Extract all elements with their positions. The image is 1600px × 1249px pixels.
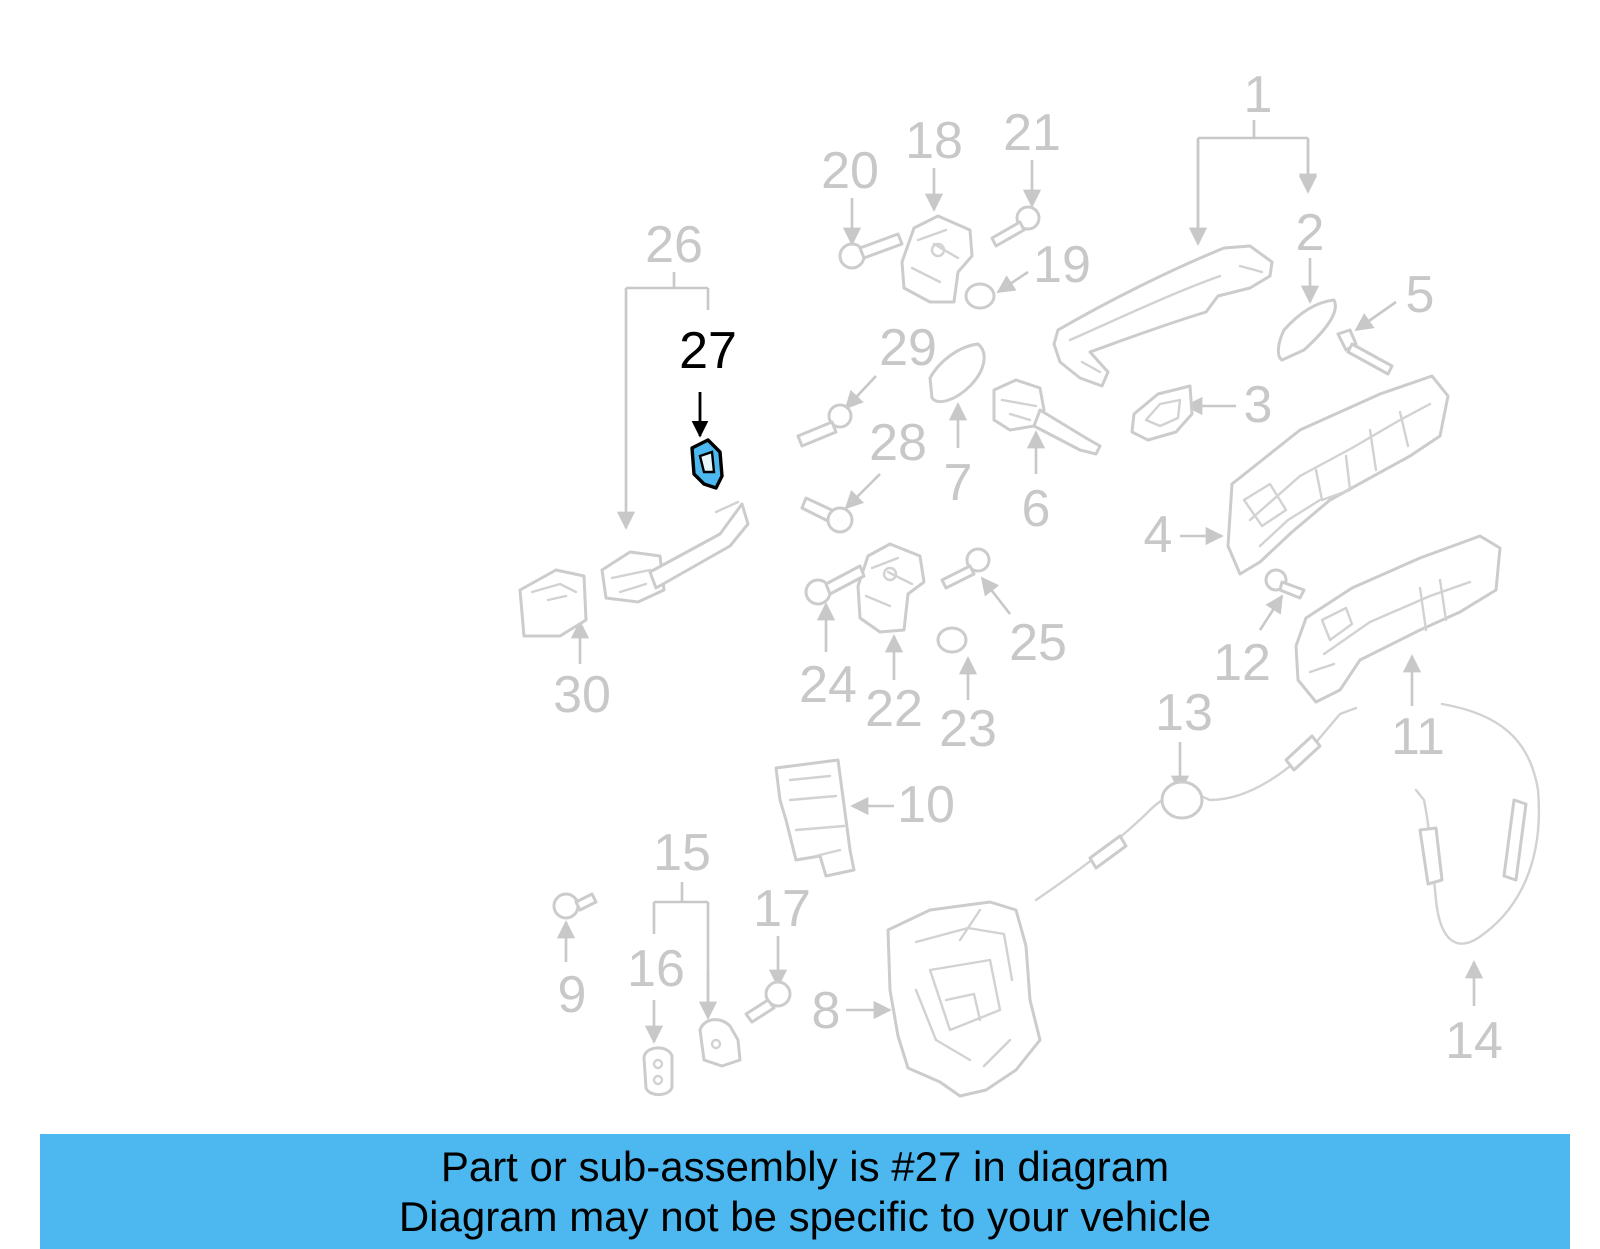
upper-hinge [900,214,974,304]
screw-17 [744,980,792,1024]
lower-hinge [856,542,926,634]
callout-29: 29 [879,319,937,377]
cylinder-cover [1130,384,1194,442]
bolt-24 [804,564,866,606]
screw-9 [552,892,598,920]
callout-2: 2 [1296,204,1325,262]
callout-25: 25 [1009,614,1067,672]
callout-27: 27 [679,322,737,380]
screw-12 [1264,568,1306,600]
callout-12: 12 [1213,634,1271,692]
handle-frame [1226,374,1450,576]
leader-lines [556,120,1484,1044]
lock-bracket [774,758,856,878]
callout-5: 5 [1406,266,1435,324]
bolt-5 [1336,328,1394,376]
callout-10: 10 [897,776,955,834]
escutcheon [928,342,986,403]
info-banner: Part or sub-assembly is #27 in diagram D… [40,1134,1570,1249]
door-check-pad-16 [642,1046,674,1096]
highlighted-part-27 [690,438,724,490]
banner-line-part: Part or sub-assembly is #27 in diagram [440,1142,1170,1190]
callout-21: 21 [1003,104,1061,162]
inside-cable [1034,706,1358,902]
bushing-23 [936,626,968,654]
callout-1: 1 [1244,66,1273,124]
callout-4: 4 [1144,506,1173,564]
handle-pad [1276,298,1337,362]
callout-26: 26 [645,216,703,274]
bolt-25 [940,547,991,590]
callout-8: 8 [812,982,841,1040]
bolt-20 [838,232,904,270]
callout-17: 17 [753,880,811,938]
callout-13: 13 [1155,684,1213,742]
bolt-21 [990,205,1041,248]
door-check-cover [518,568,588,638]
outer-door-handle [1052,244,1274,388]
callout-20: 20 [821,142,879,200]
callout-18: 18 [905,112,963,170]
callout-7: 7 [944,454,973,512]
callout-30: 30 [553,666,611,724]
callout-23: 23 [939,700,997,758]
callout-28: 28 [869,414,927,472]
bolt-28 [800,496,854,534]
callout-11: 11 [1391,708,1445,766]
callout-3: 3 [1244,376,1273,434]
callout-6: 6 [1022,480,1051,538]
inside-handle [1294,534,1502,704]
callout-14: 14 [1445,1012,1503,1070]
callout-19: 19 [1033,236,1091,294]
callout-9: 9 [558,966,587,1024]
door-check-pad-15 [698,1018,742,1068]
bushing-19 [964,282,996,310]
callout-24: 24 [799,656,857,714]
lock-cylinder [992,378,1102,456]
bolt-29 [796,403,853,448]
callout-22: 22 [865,680,923,738]
outside-cable [1414,702,1541,945]
callout-15: 15 [653,824,711,882]
door-lock-actuator [886,900,1042,1098]
banner-line-disclaimer: Diagram may not be specific to your vehi… [398,1192,1212,1240]
callout-16: 16 [627,940,685,998]
door-check [600,500,750,604]
